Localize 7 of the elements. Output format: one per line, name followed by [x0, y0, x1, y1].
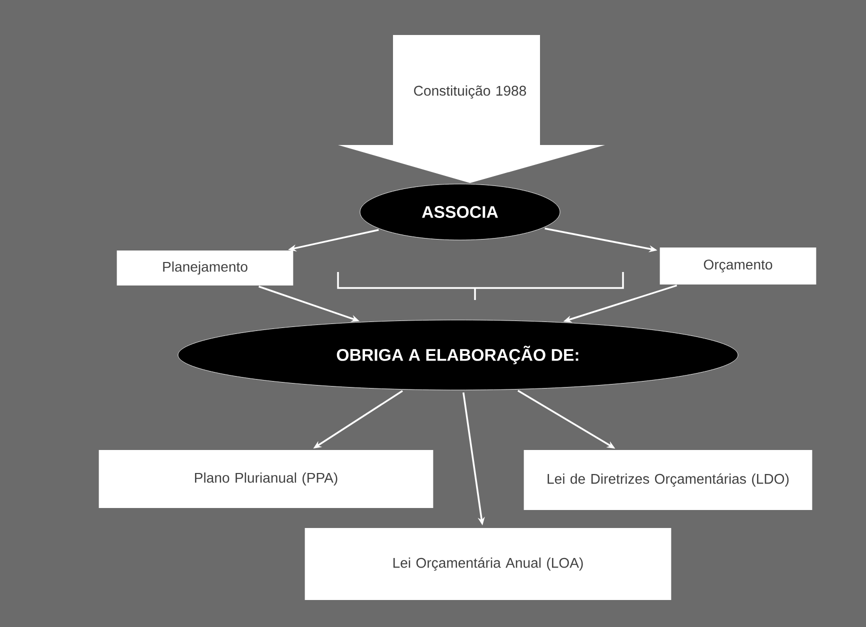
document-box: Plano Plurianual (PPA) [98, 450, 434, 508]
ellipse-node: OBRIGA A ELABORAÇÃO DE: [178, 320, 738, 390]
label-box: Orçamento [660, 248, 816, 284]
ellipse-node: ASSOCIA [360, 184, 560, 240]
document-box: Lei Orçamentária Anual (LOA) [304, 528, 672, 600]
document-box: Lei de Diretrizes Orçamentárias (LDO) [524, 450, 812, 510]
label-box: Planejamento [116, 250, 294, 286]
